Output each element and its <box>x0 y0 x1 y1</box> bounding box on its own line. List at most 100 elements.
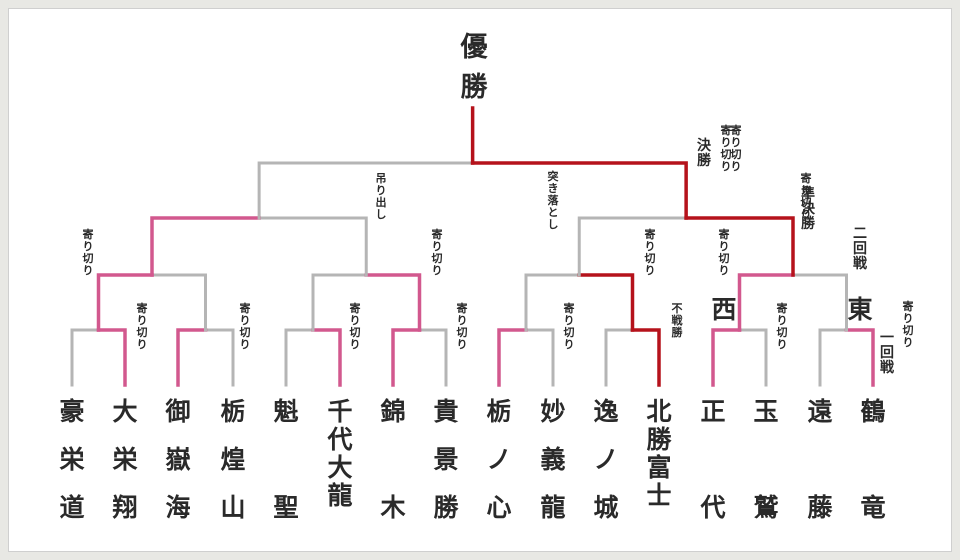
annotation-14-char: き <box>548 182 559 195</box>
annotation-3-char: 寄 <box>457 301 468 315</box>
wrestler-name-0: 豪 <box>59 397 84 426</box>
annotation-16-char: 決 <box>697 137 712 154</box>
bracket-r3-loser-1 <box>577 216 688 277</box>
wrestler-name-7: 勝 <box>433 493 459 522</box>
annotation-15-char: 切 <box>731 148 742 161</box>
wrestler-name-15: 竜 <box>860 493 885 522</box>
bracket-r1-loser-0 <box>70 328 100 387</box>
bracket-r1-winner-5 <box>630 328 661 387</box>
wrestler-name-2: 嶽 <box>165 445 190 474</box>
annotation-7-char: 切 <box>432 252 443 265</box>
annotation-10-char: 寄 <box>721 123 732 137</box>
annotation-18-char: 回 <box>853 241 867 257</box>
wrestler-name-11: 士 <box>646 481 671 510</box>
annotation-11-char: り <box>903 312 914 325</box>
annotation-2-char: 寄 <box>350 301 361 315</box>
wrestler-name-14: 藤 <box>807 493 833 522</box>
annotation-0-char: り <box>137 338 148 351</box>
annotation-12-char: 切 <box>801 196 812 209</box>
wrestler-name-10: 逸 <box>593 397 618 426</box>
annotation-9-char: り <box>719 264 730 277</box>
wrestler-name-8: 心 <box>486 493 511 522</box>
annotation-10-char: り <box>721 160 732 173</box>
bracket-r1-loser-4 <box>524 328 555 387</box>
wrestler-name-0: 道 <box>59 493 84 522</box>
bracket-r3-loser-0 <box>257 216 368 277</box>
annotation-19-char: 一 <box>880 330 894 346</box>
annotation-3-char: り <box>457 314 468 327</box>
annotation-17-char: 決 <box>801 200 816 217</box>
annotation-6-char: り <box>83 264 94 277</box>
wrestler-name-11: 富 <box>646 453 671 482</box>
bracket-r1-winner-4 <box>497 328 528 387</box>
bracket-r1-loser-1 <box>204 328 235 387</box>
champion-title-char: 勝 <box>461 72 489 103</box>
annotation-7-char: 寄 <box>432 227 443 241</box>
bracket-r1-loser-5 <box>604 328 634 387</box>
annotation-1-char: 寄 <box>240 301 251 315</box>
annotation-11-char: り <box>903 336 914 349</box>
wrestler-name-11: 北 <box>646 397 671 426</box>
annotation-19-char: 回 <box>880 345 894 361</box>
annotation-3-char: 切 <box>457 326 468 339</box>
bracket-lines <box>70 106 875 387</box>
annotation-20-char: 勝 <box>672 325 684 339</box>
annotation-3-char: り <box>457 338 468 351</box>
bracket-r1-loser-2 <box>284 328 315 387</box>
annotation-18-char: 二 <box>853 226 867 242</box>
wrestler-name-5: 大 <box>327 453 352 482</box>
wrestler-name-9: 龍 <box>540 493 565 522</box>
annotation-0-char: り <box>137 314 148 327</box>
annotation-5-char: 寄 <box>777 301 788 315</box>
annotation-0-char: 切 <box>137 326 148 339</box>
wrestler-name-4: 聖 <box>273 493 298 522</box>
annotation-13-char: り <box>376 184 387 197</box>
annotation-20-char: 戦 <box>672 313 684 327</box>
wrestler-name-10: 城 <box>593 493 618 522</box>
annotation-2-char: り <box>350 314 361 327</box>
wrestler-name-10: ノ <box>593 445 618 474</box>
annotation-6-char: 切 <box>83 252 94 265</box>
annotation-13-char: 吊 <box>376 172 387 185</box>
bracket-r1-winner-1 <box>176 328 208 387</box>
annotation-14-char: し <box>548 218 559 231</box>
wrestler-name-13: 鷲 <box>753 493 778 522</box>
bracket-r1-winner-7 <box>844 328 875 387</box>
bracket-r4-winner-0 <box>470 161 688 220</box>
annotation-15-char: り <box>731 136 742 149</box>
annotation-2-char: 切 <box>350 326 361 339</box>
wrestler-name-8: 栃 <box>486 397 511 426</box>
bracket-r1-winner-6 <box>711 328 742 387</box>
bracket-r1-winner-3 <box>391 328 422 387</box>
annotation-18-char: 戦 <box>853 255 868 272</box>
annotation-4-char: り <box>564 338 575 351</box>
annotation-9-char: 寄 <box>719 227 730 241</box>
annotation-14-char: 突 <box>548 169 559 183</box>
wrestler-name-3: 煌 <box>220 445 245 474</box>
annotation-8-char: り <box>645 264 656 277</box>
annotation-16-char: 勝 <box>697 152 712 169</box>
bracket-panel <box>8 8 952 552</box>
wrestler-name-6: 木 <box>379 493 405 522</box>
wrestler-name-14: 遠 <box>807 397 832 426</box>
annotation-12-char: り <box>801 184 812 197</box>
annotation-1-char: り <box>240 314 251 327</box>
annotation-6-char: 寄 <box>83 227 94 241</box>
bracket-r2-winner-2 <box>577 273 635 332</box>
annotation-1-char: り <box>240 338 251 351</box>
bracket-r2-winner-0 <box>96 273 154 332</box>
annotation-6-char: り <box>83 240 94 253</box>
annotation-9-char: 切 <box>719 252 730 265</box>
bracket-r1-loser-3 <box>418 328 448 387</box>
bracket-r2-loser-0 <box>150 273 207 332</box>
annotation-17-char: 準 <box>801 185 815 202</box>
annotation-10-char: 切 <box>721 148 732 161</box>
wrestler-name-9: 義 <box>540 445 565 474</box>
annotation-7-char: り <box>432 240 443 253</box>
annotation-13-char: 出 <box>376 195 387 209</box>
wrestler-name-5: 代 <box>326 425 352 454</box>
wrestler-name-15: 鶴 <box>860 397 885 426</box>
wrestler-name-3: 栃 <box>220 397 245 426</box>
bracket-r1-loser-7 <box>818 328 848 387</box>
bracket-r4-loser-0 <box>257 161 475 220</box>
